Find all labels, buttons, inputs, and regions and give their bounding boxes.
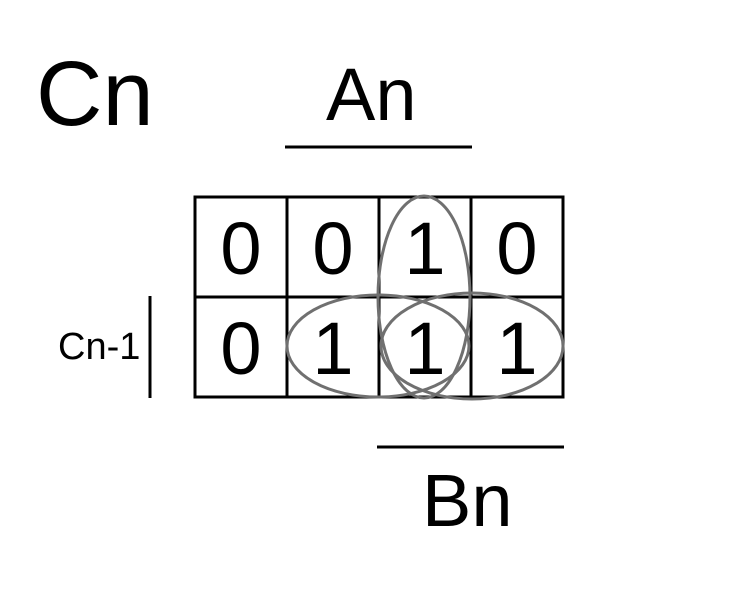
side-variable-label: Cn-1 xyxy=(58,326,141,368)
variable-bars xyxy=(148,145,564,449)
vertical-group-loop xyxy=(376,194,472,400)
cell-value: 0 xyxy=(220,307,261,390)
cell-value: 1 xyxy=(496,307,537,390)
cell-value: 1 xyxy=(312,307,353,390)
cell-value: 0 xyxy=(312,207,353,290)
cell-value: 0 xyxy=(220,207,261,290)
horizontal-group-loop-left xyxy=(285,293,471,399)
grouping-loops xyxy=(285,194,565,401)
cell-value: 0 xyxy=(496,207,537,290)
bottom-variable-label: Bn xyxy=(422,459,513,542)
top-variable-label: An xyxy=(326,53,417,136)
output-name: Cn xyxy=(36,43,154,145)
cell-value: 1 xyxy=(404,307,445,390)
horizontal-group-loop-right xyxy=(379,291,565,401)
cell-value: 1 xyxy=(404,207,445,290)
